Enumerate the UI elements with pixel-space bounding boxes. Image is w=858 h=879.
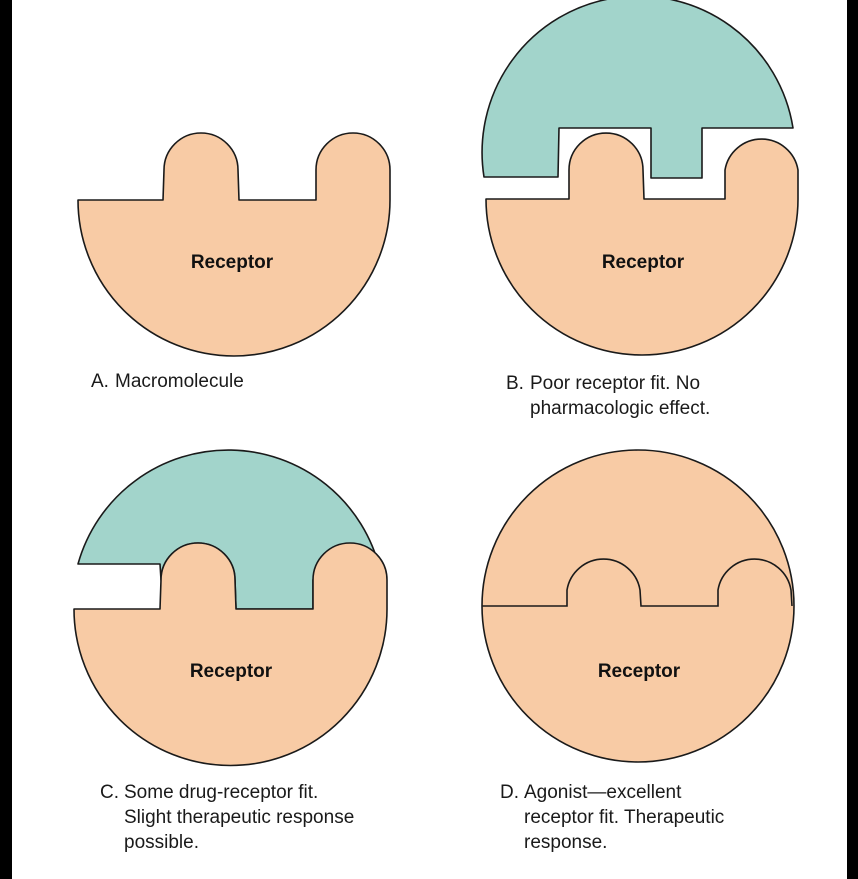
panel-b-caption-text: Poor receptor fit. No pharmacologic effe…	[530, 371, 710, 421]
panel-b-letter: B.	[506, 371, 530, 421]
caption-line: Macromolecule	[115, 371, 244, 392]
panel-d-caption-text: Agonist—excellent receptor fit. Therapeu…	[524, 780, 724, 855]
panel-b-caption: B. Poor receptor fit. No pharmacologic e…	[506, 371, 710, 421]
caption-line: Slight therapeutic response	[124, 807, 354, 828]
caption-line: response.	[524, 832, 607, 853]
panel-b-receptor-label: Receptor	[602, 252, 685, 273]
panel-c-letter: C.	[100, 780, 124, 855]
caption-line: receptor fit. Therapeutic	[524, 807, 724, 828]
panel-d-caption: D. Agonist—excellent receptor fit. Thera…	[500, 780, 724, 855]
panel-b-diagram: Receptor	[482, 0, 798, 355]
panel-d-diagram: Receptor	[482, 450, 794, 762]
caption-line: possible.	[124, 832, 199, 853]
panel-a-letter: A.	[91, 369, 115, 394]
panel-c-receptor-label: Receptor	[190, 661, 273, 682]
panel-c-receptor	[74, 543, 387, 766]
panel-c-caption-text: Some drug-receptor fit. Slight therapeut…	[124, 780, 354, 855]
panel-d-receptor-label: Receptor	[598, 661, 681, 682]
caption-line: Some drug-receptor fit.	[124, 782, 318, 803]
panel-a-diagram: Receptor	[78, 133, 390, 356]
panel-a-receptor-label: Receptor	[191, 252, 274, 273]
panel-a-caption: A. Macromolecule	[91, 369, 244, 394]
caption-line: Poor receptor fit. No	[530, 373, 700, 394]
caption-line: Agonist—excellent	[524, 782, 681, 803]
panel-c-caption: C. Some drug-receptor fit. Slight therap…	[100, 780, 354, 855]
panel-a-receptor	[78, 133, 390, 356]
caption-line: pharmacologic effect.	[530, 398, 710, 419]
panel-d-letter: D.	[500, 780, 524, 855]
panel-c-diagram: Receptor	[74, 450, 387, 765]
panel-a-caption-text: Macromolecule	[115, 369, 244, 394]
